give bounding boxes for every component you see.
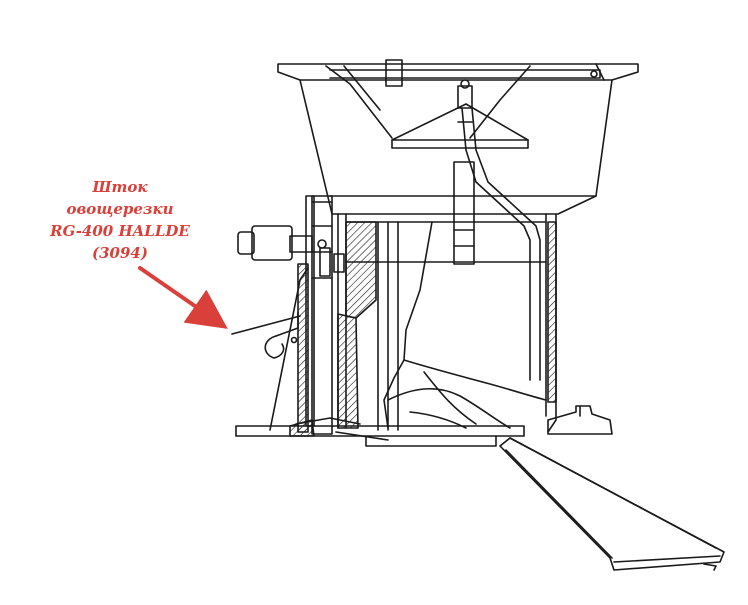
cone-deflector (391, 79, 529, 149)
discharge-chute (499, 437, 725, 571)
callout-line-4: (3094) (92, 244, 148, 262)
callout-line-1: Шток (92, 178, 148, 196)
housing-body (337, 213, 557, 433)
hook-latch (231, 267, 309, 431)
side-handle (237, 225, 327, 261)
pusher-rod-assembly (297, 195, 345, 435)
part-callout-label: Шток овощерезки RG-400 HALLDE (3094) (40, 176, 200, 264)
feed-hopper (277, 59, 639, 215)
callout-line-2: овощерезки (66, 200, 174, 218)
right-foot (547, 405, 613, 435)
base-plate (235, 417, 525, 447)
cutting-chamber (383, 221, 547, 429)
callout-line-3: RG-400 HALLDE (50, 222, 190, 240)
central-shaft (453, 107, 541, 381)
callout-arrow (138, 266, 228, 329)
